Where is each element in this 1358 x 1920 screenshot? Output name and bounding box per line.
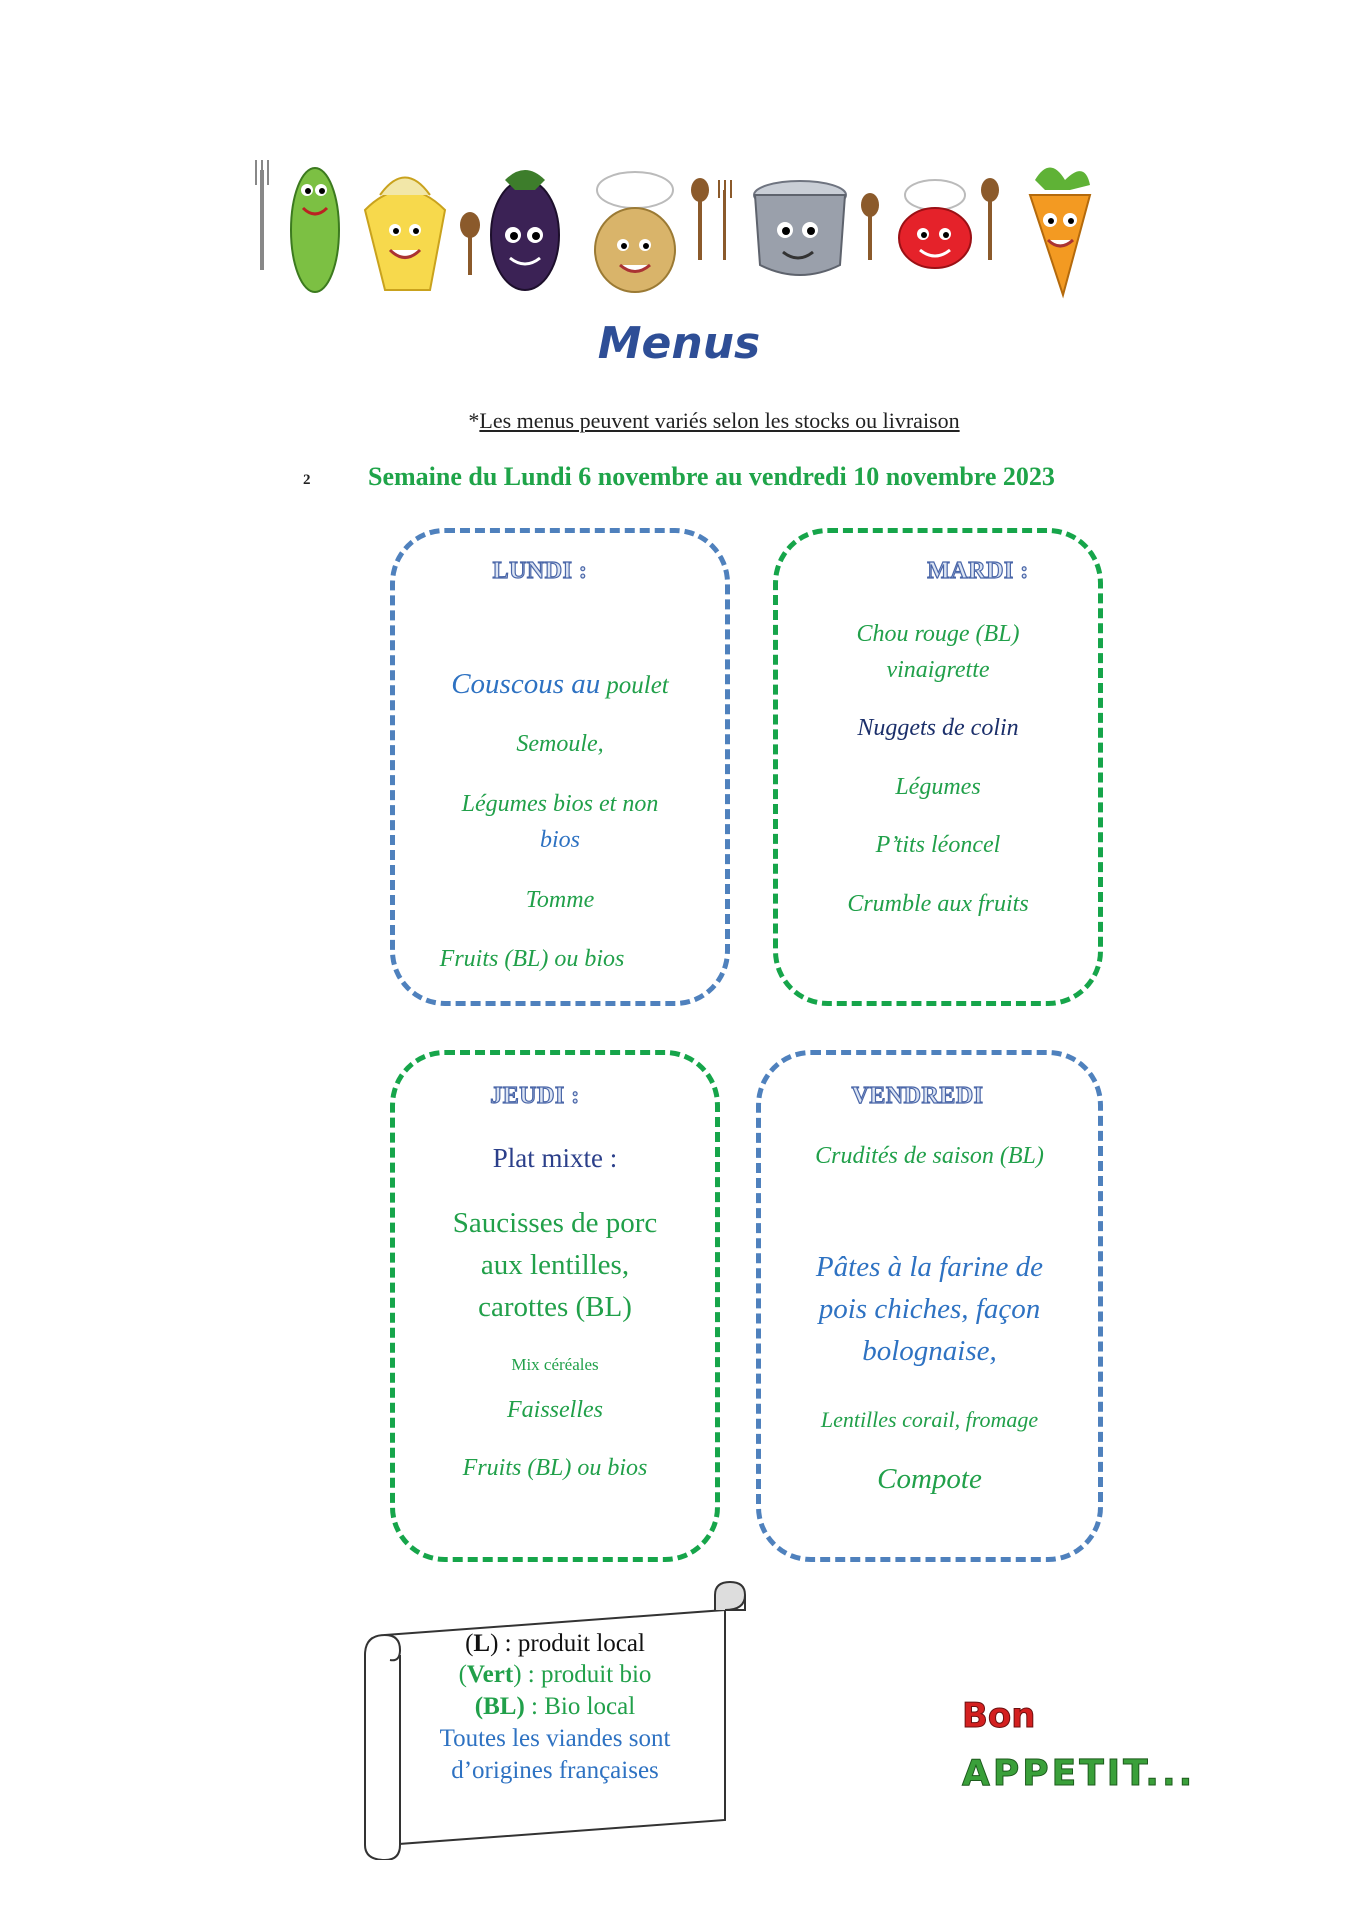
lundi-dish-part1: Couscous au (451, 668, 601, 700)
jeudi-item: carottes (BL) (478, 1291, 632, 1323)
notice-asterisk: * (468, 408, 480, 433)
bon-appetit-logo: Bon APPETIT... (962, 1696, 1195, 1795)
menu-card-vendredi: VENDREDI Crudités de saison (BL) Pâtes à… (756, 1050, 1103, 1562)
carrot-character-icon (1028, 167, 1092, 299)
lundi-item: bios (539, 827, 580, 853)
jeudi-item: Faisselles (507, 1397, 603, 1423)
lundi-item: Légumes bios et non (461, 791, 659, 817)
fork-icon (255, 160, 269, 270)
mardi-item: Chou rouge (BL) (856, 621, 1020, 647)
spoon-icon (691, 178, 709, 260)
vendredi-item: Lentilles corail, fromage (820, 1407, 1039, 1432)
menu-card-lundi: LUNDI : Couscous au poulet Semoule, Légu… (390, 528, 730, 1006)
legend-bio-text: ) : produit bio (513, 1661, 652, 1688)
lundi-main-dish: Couscous au poulet (395, 668, 725, 701)
lundi-item: Tomme (525, 887, 595, 913)
vendredi-item: pois chiches, façon (818, 1293, 1041, 1325)
cooking-pot-character-icon (753, 180, 847, 276)
bon-logo-word: Bon (962, 1696, 1035, 1736)
vendredi-item: Crudités de saison (BL) (815, 1143, 1044, 1169)
menu-card-mardi: MARDI : Chou rouge (BL) vinaigrette Nugg… (773, 528, 1103, 1006)
legend-local: (L) : produit local (465, 1630, 645, 1657)
jeudi-item: Saucisses de porc (452, 1207, 658, 1239)
spoon-icon (861, 193, 879, 260)
legend-meat-line2: d’origines françaises (451, 1757, 659, 1784)
lundi-item: Semoule, (516, 731, 604, 757)
page-number: 2 (303, 472, 311, 488)
day-label-mardi: MARDI : (927, 557, 1029, 584)
fork-icon (718, 180, 732, 260)
mardi-item: Nuggets de colin (857, 715, 1019, 741)
mardi-item: P’tits léoncel (875, 832, 1001, 858)
stock-notice: *Les menus peuvent variés selon les stoc… (0, 408, 1358, 434)
lundi-item: Fruits (BL) ou bios (439, 946, 625, 972)
potato-chef-character-icon (594, 171, 676, 293)
legend-bl-mark: (BL) (474, 1693, 525, 1720)
banana-character-icon (363, 176, 447, 291)
vendredi-item: Pâtes à la farine de (815, 1251, 1044, 1283)
legend-bio-mark: Vert (466, 1661, 514, 1688)
week-heading: Semaine du Lundi 6 novembre au vendredi … (368, 462, 1055, 491)
legend-bl-text: : Bio local (524, 1693, 636, 1720)
pea-pod-character-icon (290, 167, 340, 293)
legend-bio: (Vert) : produit bio (458, 1661, 652, 1688)
lundi-dish-part2: poulet (606, 672, 669, 699)
page-title: Menus (597, 318, 761, 369)
vegetable-characters-banner (255, 160, 1092, 299)
mardi-item: Légumes (895, 774, 981, 800)
notice-text: Les menus peuvent variés selon les stock… (479, 408, 960, 433)
vendredi-item: bolognaise, (862, 1335, 997, 1367)
legend-meat-line1: Toutes les viandes sont (439, 1725, 671, 1752)
legend-bio-local: (BL) : Bio local (385, 1693, 725, 1721)
spoon-icon (981, 178, 999, 260)
appetit-logo-word: APPETIT... (962, 1753, 1195, 1794)
legend-local-text: ) : produit local (490, 1630, 645, 1657)
vendredi-item: Compote (877, 1463, 982, 1495)
legend-local-mark: L (473, 1630, 491, 1657)
day-label-lundi: LUNDI : (492, 557, 588, 584)
day-label-jeudi: JEUDI : (490, 1082, 580, 1109)
jeudi-item: Plat mixte : (492, 1143, 618, 1173)
spoon-icon (460, 212, 480, 275)
mardi-item: vinaigrette (886, 657, 990, 683)
menu-card-jeudi: JEUDI : Plat mixte : Saucisses de porc a… (390, 1050, 720, 1562)
eggplant-character-icon (490, 170, 560, 291)
day-label-vendredi: VENDREDI (851, 1082, 984, 1109)
mardi-item: Crumble aux fruits (847, 891, 1029, 917)
jeudi-item: aux lentilles, (480, 1249, 630, 1281)
tomato-chef-character-icon (898, 179, 972, 269)
legend-scroll-frame (364, 1580, 747, 1860)
jeudi-item: Mix céréales (511, 1355, 599, 1374)
jeudi-item: Fruits (BL) ou bios (462, 1455, 648, 1481)
